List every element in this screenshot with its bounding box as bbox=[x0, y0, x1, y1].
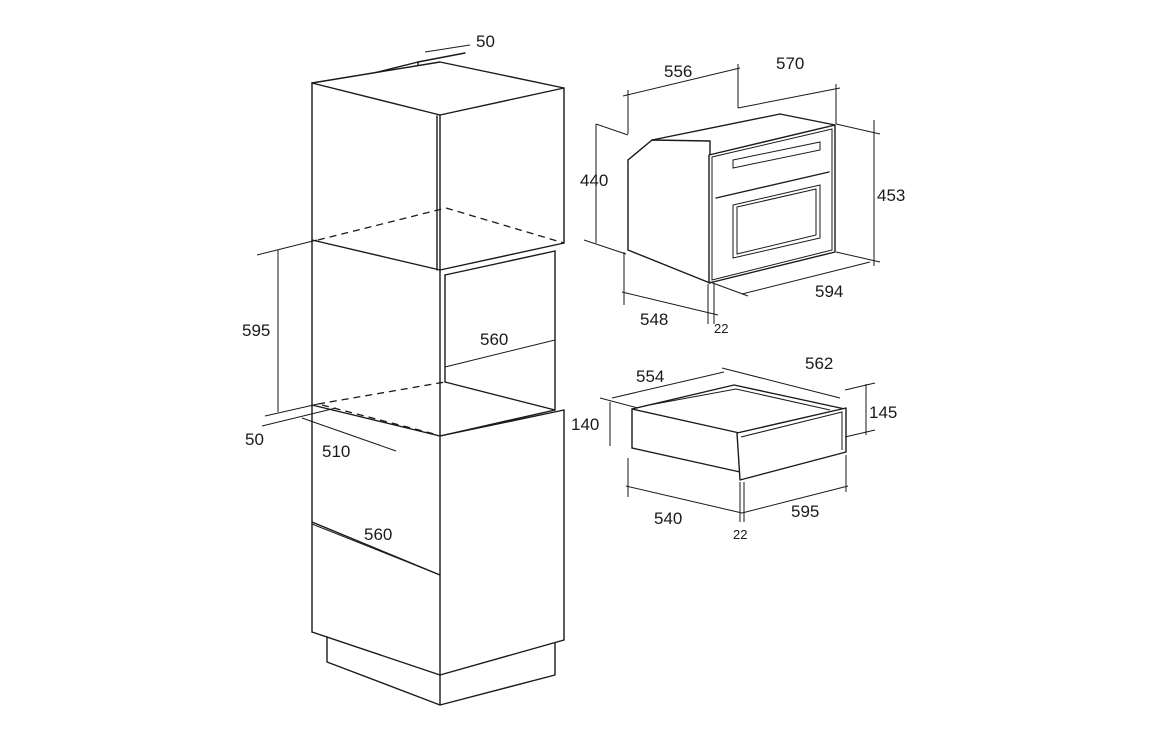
dim-560-lower-line bbox=[311, 523, 441, 576]
dim-556-line bbox=[622, 67, 741, 97]
dim-595-bottom-tick bbox=[264, 403, 319, 417]
drawer-front-panel bbox=[736, 407, 847, 481]
opening-top-edge bbox=[444, 250, 556, 276]
dim-554-line bbox=[611, 371, 725, 399]
oven-body-top-right bbox=[779, 113, 836, 126]
label-shelf-depth: 510 bbox=[322, 442, 350, 461]
dim-562-line bbox=[721, 367, 841, 399]
label-drawer-height: 140 bbox=[571, 415, 599, 434]
oven-control-strip bbox=[732, 141, 821, 169]
oven-front-panel bbox=[708, 124, 836, 284]
label-drawer-front-height: 145 bbox=[869, 403, 897, 422]
label-drawer-width: 562 bbox=[805, 354, 833, 373]
cabinet-top-face bbox=[311, 61, 565, 116]
label-top-depth: 50 bbox=[476, 32, 495, 51]
label-drawer-depth: 554 bbox=[636, 367, 664, 386]
opening-shelf-hidden-edge-2 bbox=[321, 404, 439, 436]
dim-510-line bbox=[301, 417, 397, 452]
label-oven-height: 440 bbox=[580, 171, 608, 190]
label-drawer-body-depth: 540 bbox=[654, 509, 682, 528]
label-oven-width: 570 bbox=[776, 54, 804, 73]
oven-body-bottom bbox=[627, 249, 711, 284]
label-oven-front-height: 453 bbox=[877, 186, 905, 205]
label-drawer-front-thickness: 22 bbox=[733, 527, 747, 542]
lower-section-top bbox=[439, 409, 565, 437]
dim-594-left-tick bbox=[709, 281, 749, 297]
oven-body-top-left bbox=[627, 139, 711, 284]
label-oven-front-width: 594 bbox=[815, 282, 843, 301]
dim-594-line bbox=[741, 261, 871, 295]
label-oven-front-thickness: 22 bbox=[714, 321, 728, 336]
dim-453-bottom-tick bbox=[835, 251, 881, 263]
upper-compartment-bottom bbox=[311, 239, 565, 271]
dim-440-top-tick bbox=[595, 123, 629, 136]
cabinet-top-dim-line bbox=[424, 44, 471, 53]
dim-570-line bbox=[737, 87, 841, 109]
dim-50-line bbox=[261, 407, 337, 427]
dim-453-top-tick bbox=[835, 123, 881, 135]
dim-548-line bbox=[621, 291, 719, 316]
warming-drawer: 554 562 140 145 540 595 22 bbox=[571, 354, 897, 542]
opening-shelf bbox=[311, 381, 556, 437]
dim-540-line bbox=[625, 485, 743, 514]
dim-145-bottom-tick bbox=[844, 429, 876, 438]
cabinet-plinth bbox=[326, 636, 556, 706]
label-opening-width: 560 bbox=[480, 330, 508, 349]
oven-window-inner bbox=[736, 188, 817, 255]
tall-cabinet: 50 595 560 50 510 560 bbox=[242, 32, 565, 706]
dim-595-drawer-line bbox=[741, 485, 849, 514]
oven-front-inner bbox=[711, 128, 833, 281]
label-oven-depth: 556 bbox=[664, 62, 692, 81]
dim-145-top-tick bbox=[844, 382, 876, 391]
oven-handle bbox=[715, 171, 830, 199]
dim-440-bottom-tick bbox=[583, 239, 627, 255]
label-opening-height: 595 bbox=[242, 321, 270, 340]
label-lower-width: 560 bbox=[364, 525, 392, 544]
label-drawer-front-width: 595 bbox=[791, 502, 819, 521]
cabinet-bottom-edge bbox=[311, 631, 565, 676]
label-oven-body-depth: 548 bbox=[640, 310, 668, 329]
opening-shelf-hidden-edge bbox=[317, 381, 446, 405]
drawer-bottom-edge bbox=[631, 447, 741, 473]
drawer-front-inner bbox=[740, 411, 843, 450]
label-base-offset: 50 bbox=[245, 430, 264, 449]
oven-unit: 556 570 440 453 594 548 22 bbox=[580, 54, 905, 336]
dim-560-opening-line bbox=[444, 339, 556, 368]
drawer-top-inner bbox=[643, 388, 831, 411]
dim-140-top-tick bbox=[599, 397, 639, 409]
oven-body-top bbox=[651, 113, 781, 141]
upper-compartment-hidden-edge bbox=[317, 207, 565, 244]
dim-595-top-tick bbox=[256, 239, 318, 256]
oven-window bbox=[732, 184, 821, 259]
